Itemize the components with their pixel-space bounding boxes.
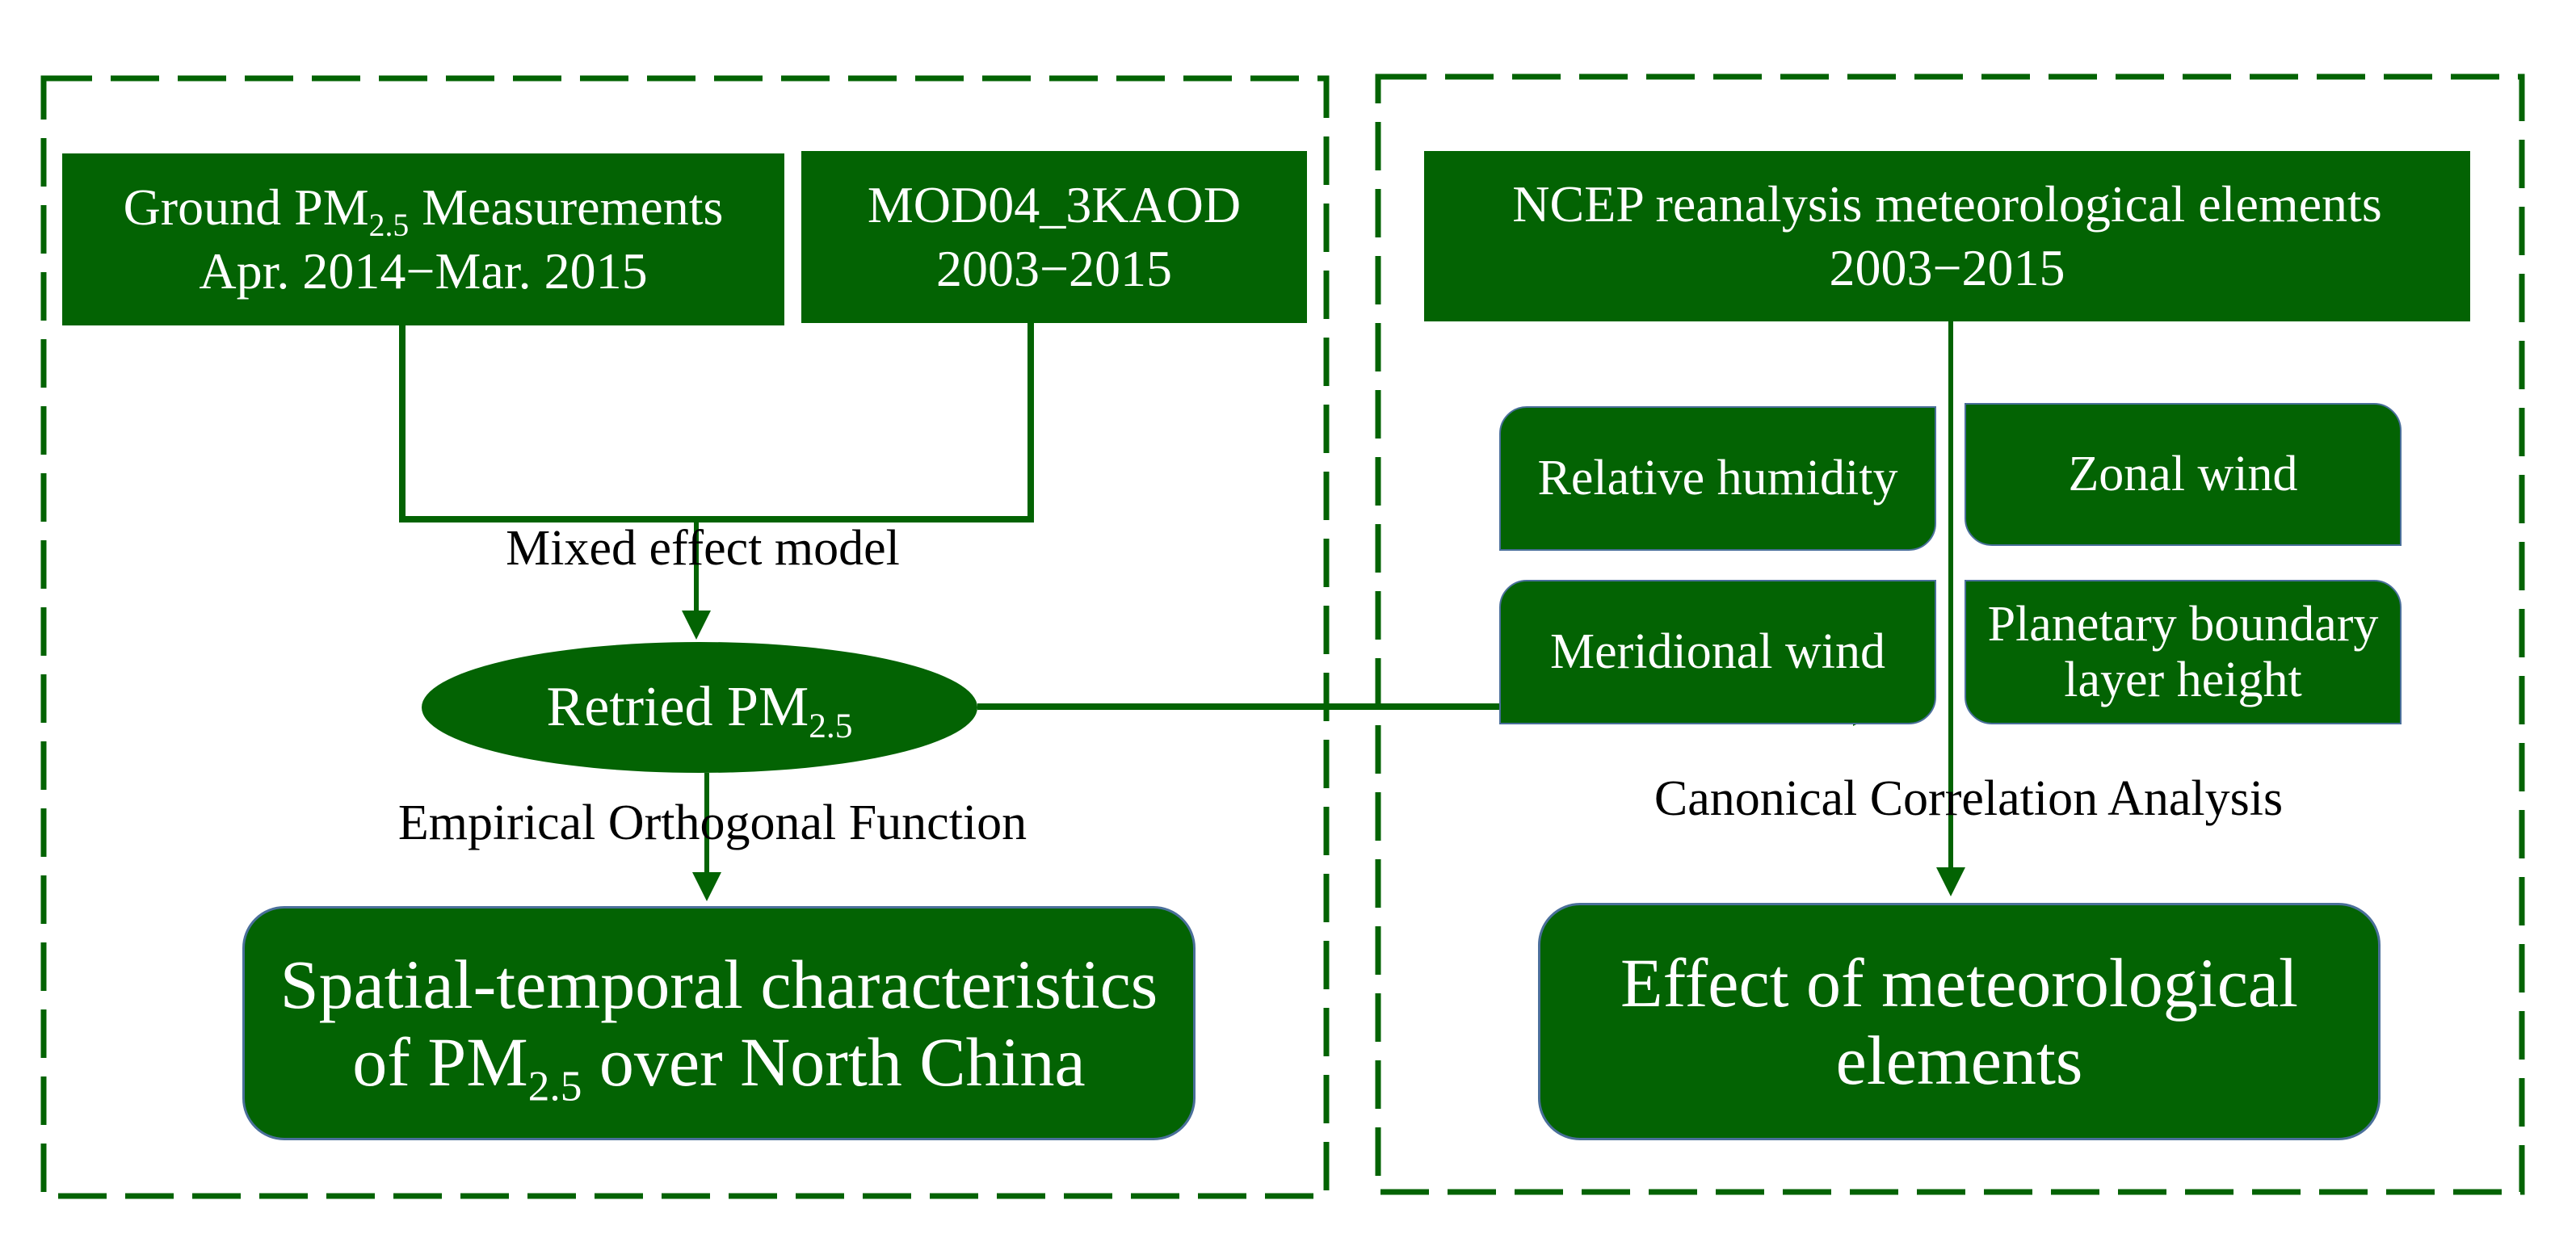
effect-line-1: Effect of meteorological	[1620, 943, 2298, 1022]
ncep-reanalysis-box: NCEP reanalysis meteorological elements …	[1424, 151, 2470, 321]
element-label: Relative humidity	[1537, 450, 1898, 506]
ncep-period: 2003−2015	[1829, 238, 2065, 296]
retried-pm-ellipse	[422, 642, 977, 773]
result-line-2: of PM2.5 over North China	[352, 1023, 1086, 1110]
element-label: Zonal wind	[2068, 446, 2298, 501]
element-relative-humidity: Relative humidity	[1499, 406, 1936, 551]
mod04-title: MOD04_3KAOD	[867, 176, 1242, 234]
mixed-effect-model-label: Mixed effect model	[506, 521, 900, 576]
retried-pm-label: Retried PM2.5	[546, 676, 853, 746]
cca-label: Canonical Correlation Analysis	[1654, 771, 2284, 826]
right-panel-border	[1375, 73, 2525, 1195]
ground-pm-title: Ground PM2.5 Measurements	[123, 178, 724, 244]
spatial-temporal-result-box: Spatial-temporal characteristics of PM2.…	[242, 906, 1196, 1140]
meteorological-effect-result-box: Effect of meteorological elements	[1538, 903, 2381, 1140]
element-label-line-1: Planetary boundary	[1987, 597, 2379, 653]
mod04-period: 2003−2015	[935, 239, 1173, 297]
element-zonal-wind: Zonal wind	[1965, 403, 2402, 546]
eof-label: Empirical Orthogonal Function	[397, 795, 1027, 850]
ground-pm-period: Apr. 2014−Mar. 2015	[199, 241, 648, 300]
element-label: Meridional wind	[1550, 623, 1885, 679]
element-planetary-boundary-layer-height: Planetary boundary layer height	[1965, 580, 2402, 724]
element-label-line-2: layer height	[2064, 652, 2302, 707]
ncep-title: NCEP reanalysis meteorological elements	[1512, 175, 2382, 233]
effect-line-2: elements	[1835, 1022, 2083, 1099]
mod04-aod-box: MOD04_3KAOD 2003−2015	[801, 151, 1307, 323]
ground-pm-measurements-box: Ground PM2.5 Measurements Apr. 2014−Mar.…	[62, 153, 784, 325]
result-line-1: Spatial-temporal characteristics	[279, 945, 1158, 1023]
element-meridional-wind: Meridional wind	[1499, 580, 1936, 724]
merge-connector	[399, 323, 1034, 522]
left-panel-border	[40, 75, 1330, 1199]
